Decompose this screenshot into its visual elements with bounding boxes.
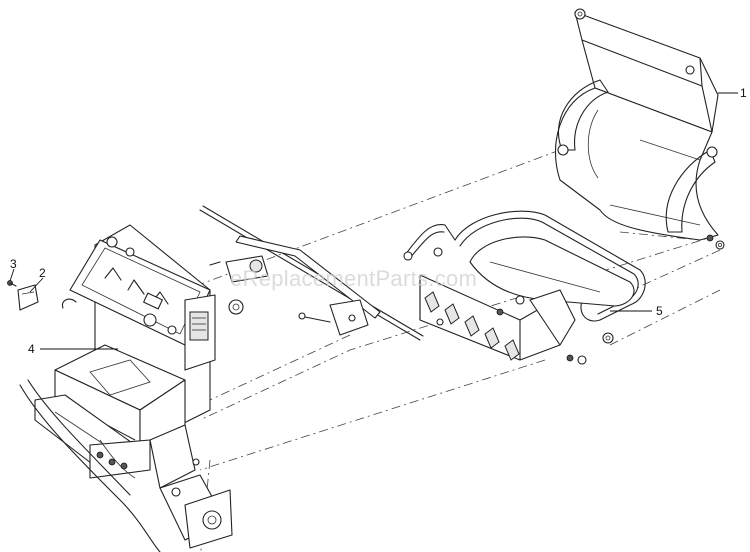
part-1-shield-assembly — [554, 8, 725, 250]
callout-label-4: 4 — [28, 342, 35, 356]
part-5-bucket-frame — [403, 210, 646, 365]
part-3-bolt — [7, 280, 17, 287]
callout-label-3: 3 — [10, 257, 17, 271]
callout-2: 2 — [29, 266, 46, 293]
callout-label-5: 5 — [656, 304, 663, 318]
part-2-bracket — [17, 284, 39, 311]
callout-4: 4 — [28, 342, 118, 356]
callout-label-2: 2 — [39, 266, 46, 280]
callout-label-1: 1 — [740, 86, 747, 100]
callout-3: 3 — [9, 257, 17, 282]
callout-1: 1 — [718, 86, 747, 100]
callout-5: 5 — [610, 304, 663, 318]
linkage-bar — [199, 205, 424, 341]
part-4-main-frame — [19, 224, 233, 552]
watermark-text: eReplacementParts.com — [230, 266, 477, 291]
